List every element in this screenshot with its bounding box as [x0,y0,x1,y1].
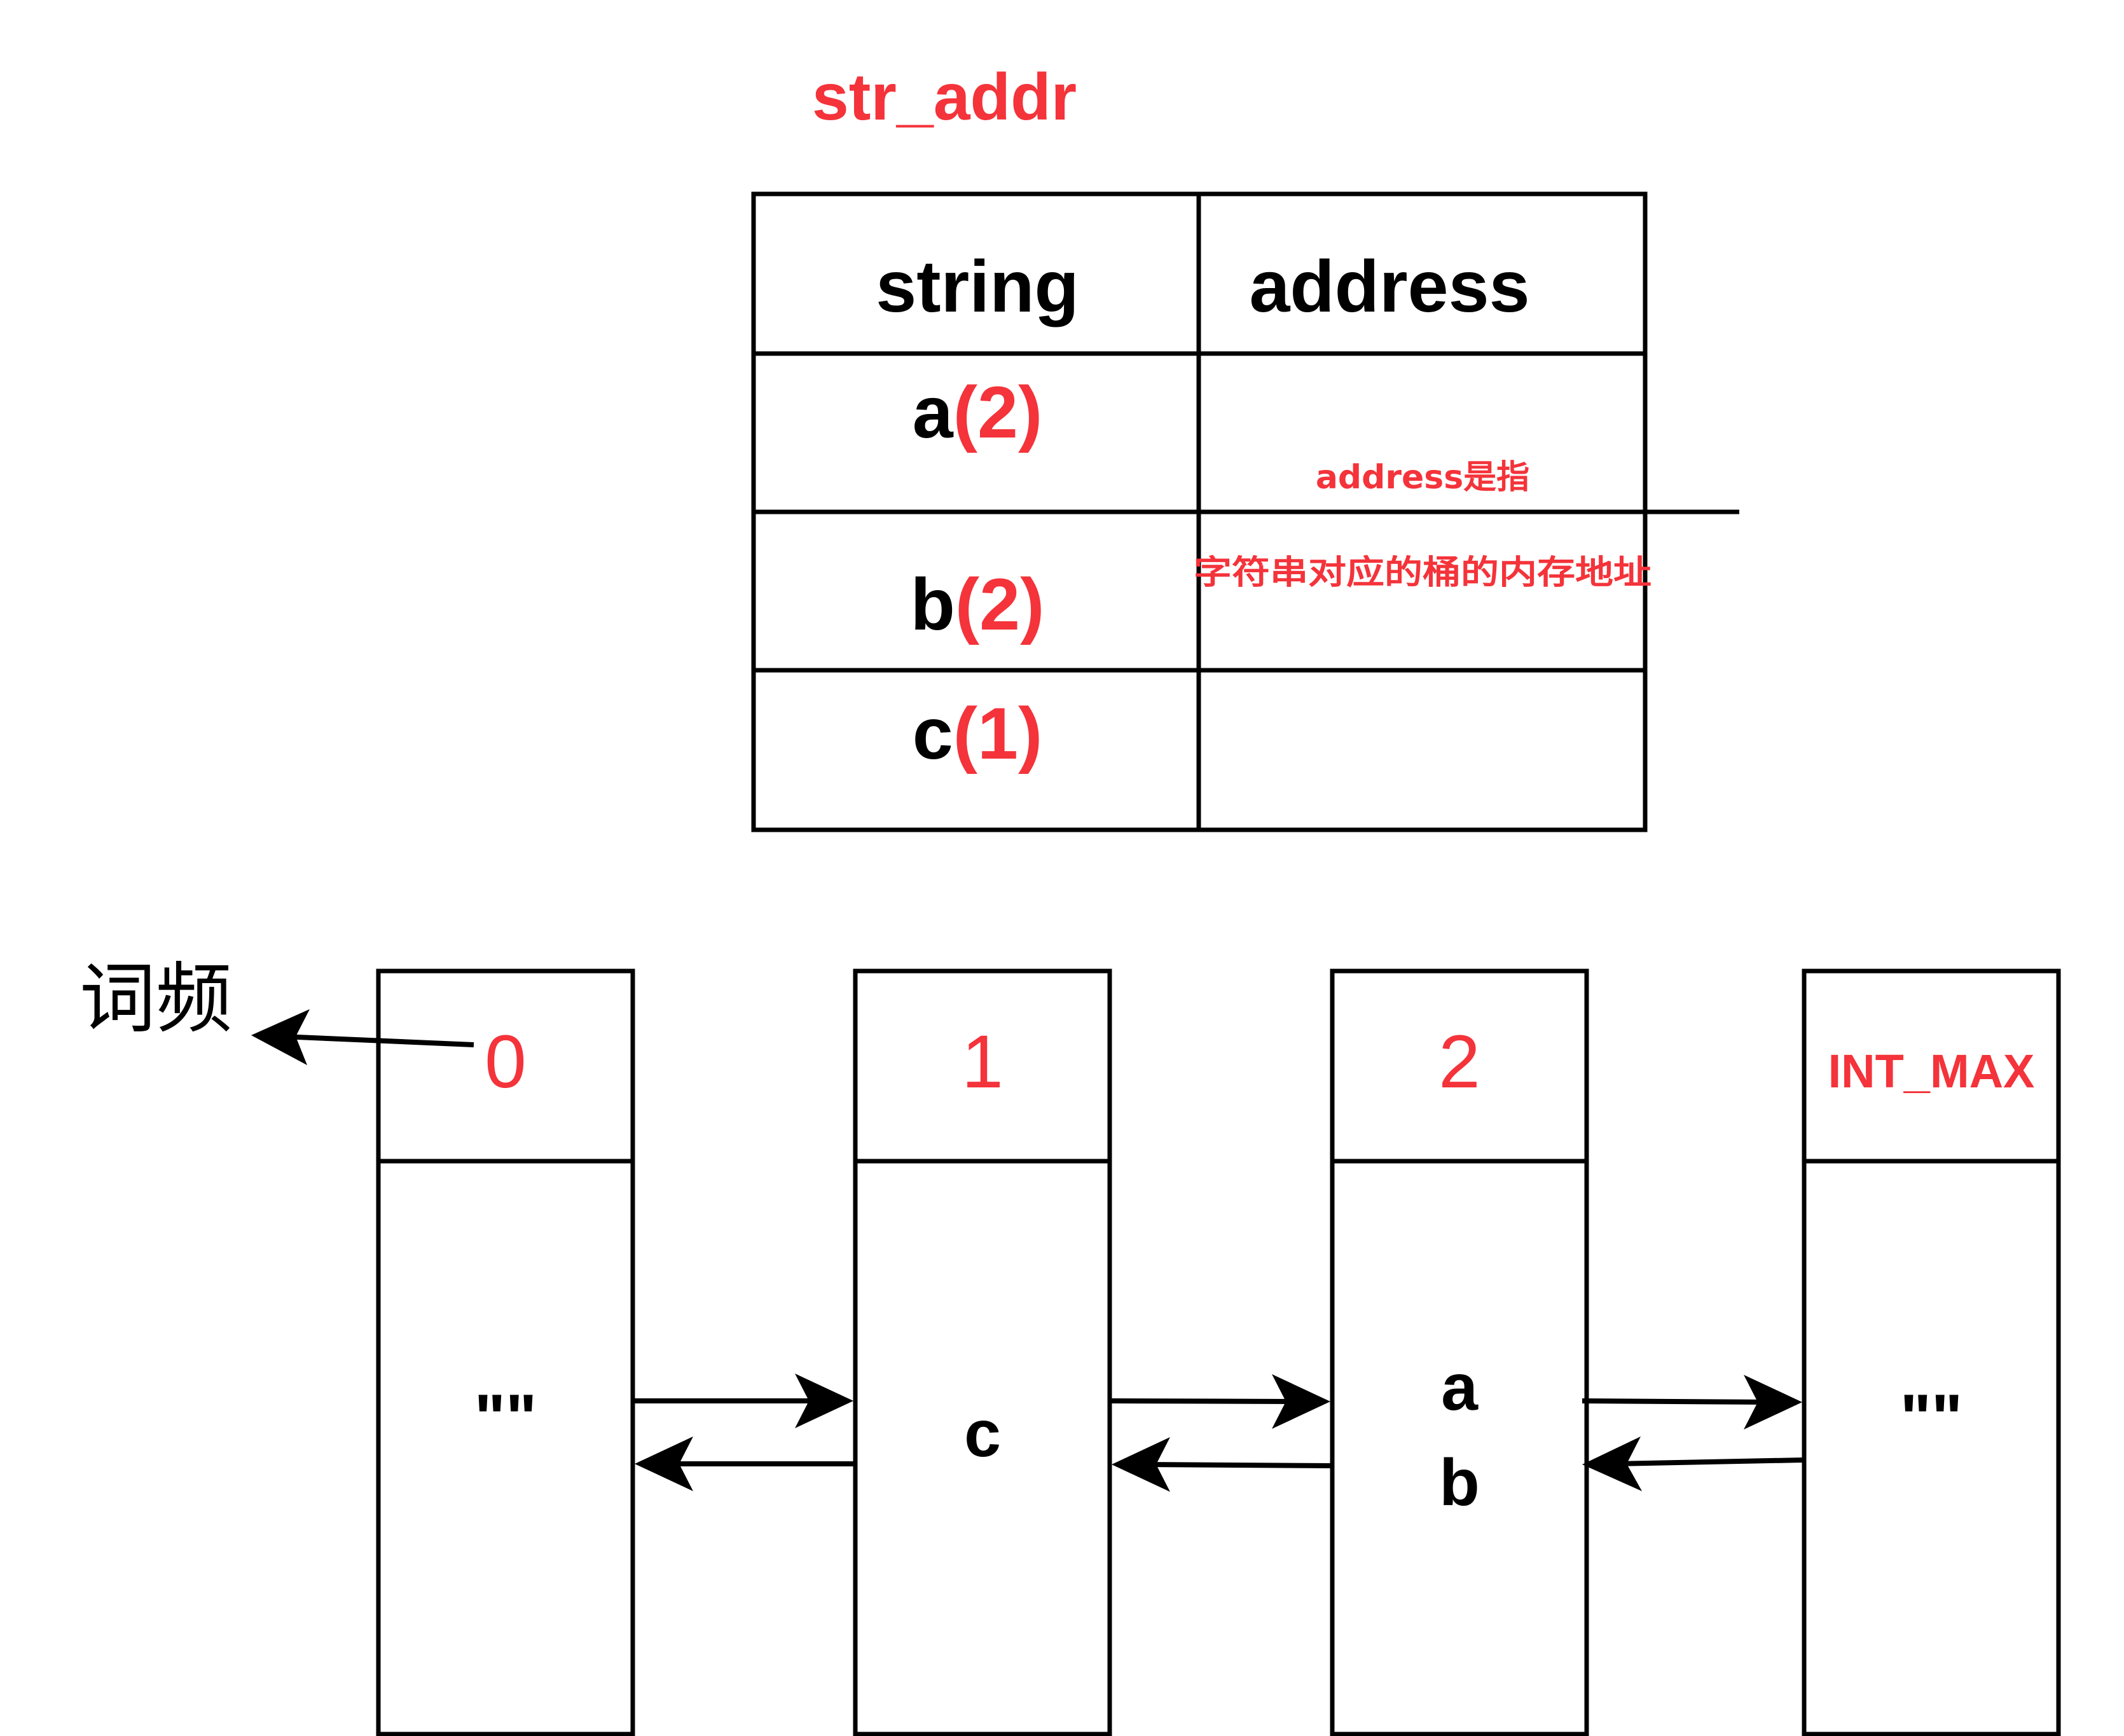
address-note-line1: address是指 [1316,458,1529,497]
row-count: (2) [953,372,1043,453]
table-row-a-label: a(2) [913,372,1043,453]
bucket-content-line1: a [1441,1351,1479,1424]
address-note-line2: 字符串对应的桶的内存地址 [1194,554,1652,592]
link-arrow-int-max-to-2 [1582,1436,1803,1491]
row-key: c [913,693,953,775]
arrow-head [251,1009,310,1065]
bucket-box [1802,968,2061,1736]
bucket-freq: 0 [485,1020,527,1104]
bucket-box [853,968,1112,1736]
link-arrow-1-to-2 [1111,1374,1330,1429]
table-row-b-label: b(2) [911,564,1045,645]
bucket-content: c [964,1397,1001,1471]
table-title: str_addr [812,60,1077,134]
arrow-shaft [1615,1457,1803,1466]
link-arrow-0-to-1 [635,1374,853,1428]
row-count: (1) [953,693,1043,775]
bucket-freq: 1 [962,1020,1003,1104]
freq-arrow [251,1009,474,1065]
row-count: (2) [955,564,1045,645]
table-header-address: address [1249,246,1529,327]
bucket-freq: INT_MAX [1828,1045,2035,1098]
arrow-shaft [282,1034,474,1047]
bucket-content-line2: b [1439,1446,1480,1520]
link-arrow-1-to-0 [635,1436,853,1491]
table-header-string: string [876,246,1079,327]
table-row-c-label: c(1) [913,693,1043,775]
bucket-1: 1 c [853,968,1112,1736]
bucket-int-max: INT_MAX "" [1802,968,2061,1736]
row-key: a [913,372,954,453]
bucket-2: 2 a b [1330,968,1589,1736]
arrow-head [795,1374,853,1428]
bucket-content: "" [474,1381,537,1455]
arrow-head [1272,1374,1330,1429]
bucket-box [1330,968,1589,1736]
link-arrow-2-to-int-max [1582,1375,1802,1429]
str-addr-table [751,191,1739,832]
arrow-shaft [1144,1462,1331,1468]
arrow-head [635,1436,693,1491]
arrow-shaft [1111,1398,1298,1404]
arrow-head [1112,1437,1170,1492]
bucket-0: 0 "" [376,968,635,1736]
arrow-head [1582,1436,1642,1491]
bucket-box [376,968,635,1736]
bucket-content: "" [1900,1381,1963,1455]
bucket-freq: 2 [1438,1020,1480,1104]
arrow-head [1744,1375,1802,1429]
link-arrow-2-to-1 [1112,1437,1331,1492]
arrow-shaft [1582,1398,1770,1405]
row-key: b [911,564,955,645]
freq-label: 词频 [79,955,232,1044]
